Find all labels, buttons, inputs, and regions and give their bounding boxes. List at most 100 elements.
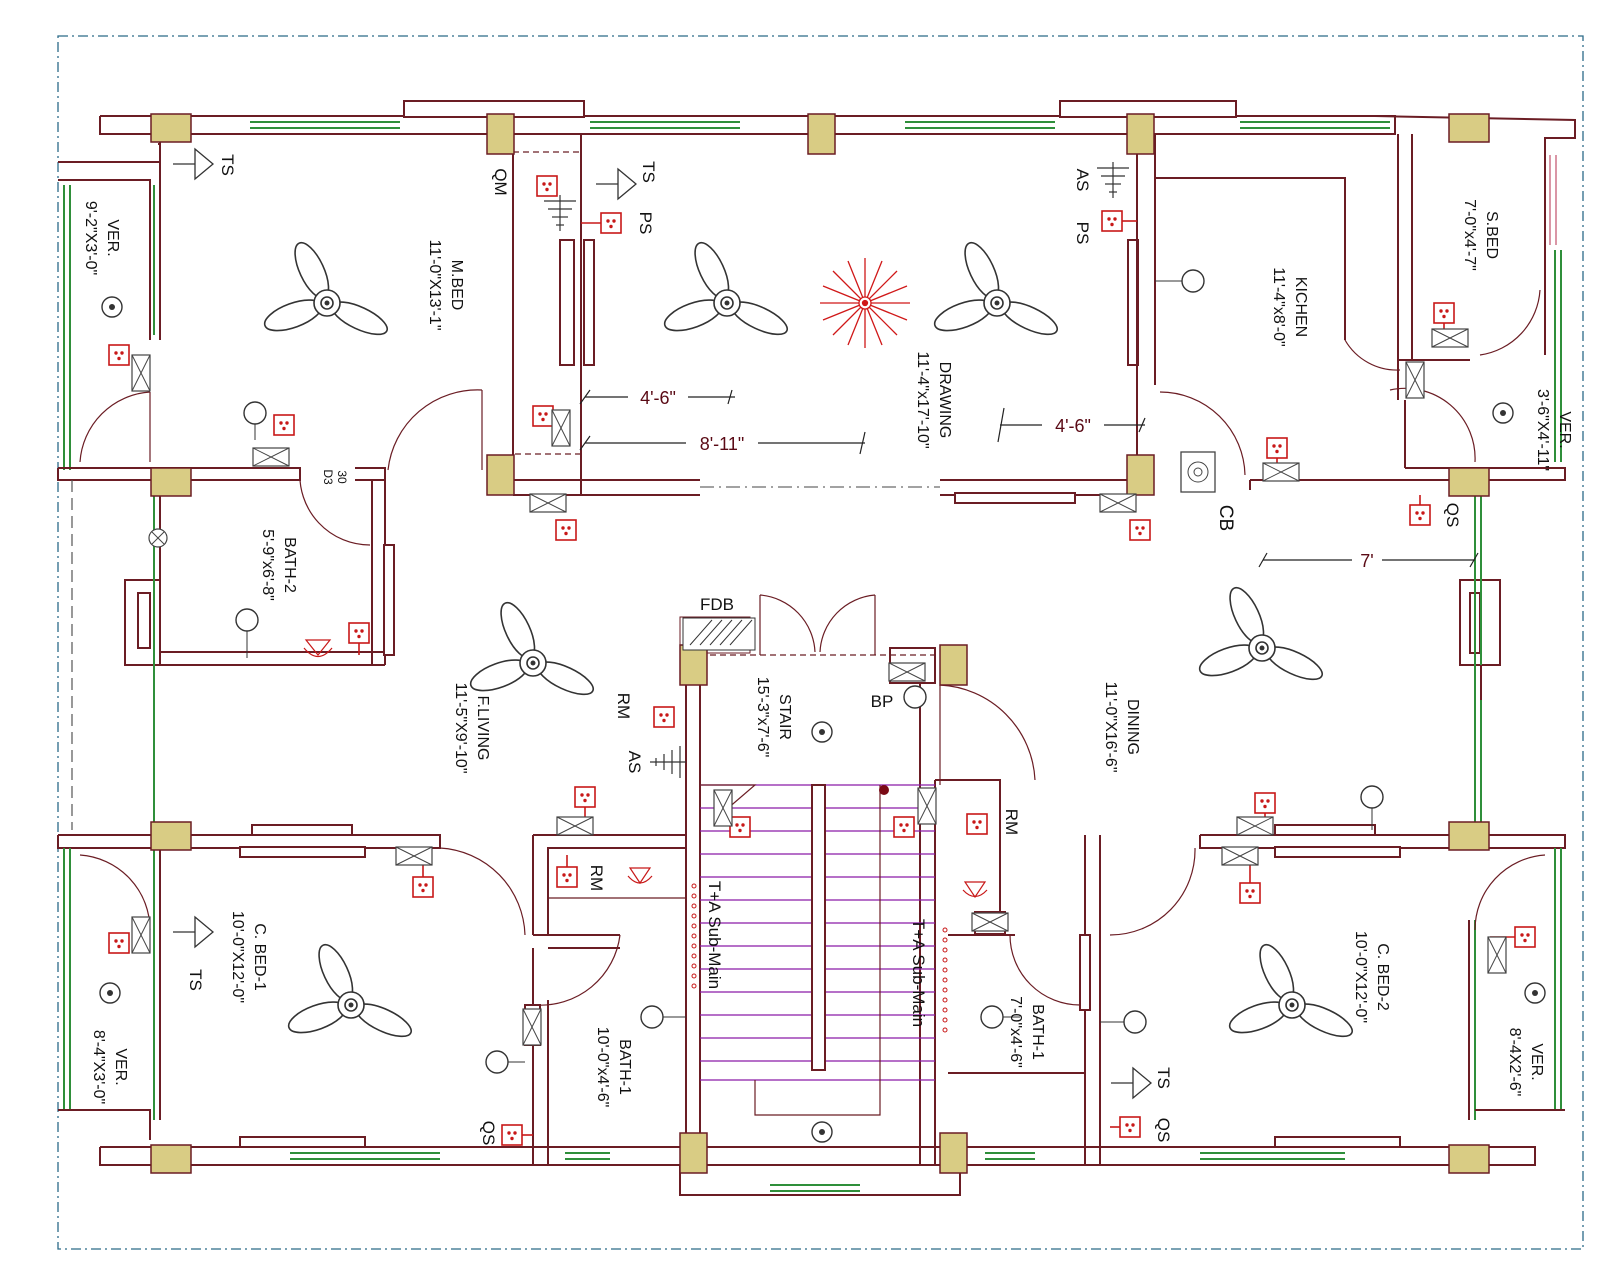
- light-icon: [1181, 269, 1205, 293]
- shower-icons: [303, 639, 988, 899]
- label-qm: QM: [491, 168, 510, 195]
- antenna-icon: [543, 194, 577, 232]
- dim-7: 7': [1360, 551, 1373, 571]
- stair-size: 15'-3"x7'-6": [754, 677, 771, 758]
- plot-boundary: [57, 35, 1584, 1250]
- switch-board-icon: [1129, 519, 1151, 541]
- fan-icon: [1195, 582, 1328, 687]
- bath2-name: BATH-2: [281, 537, 298, 593]
- switch-board-icon: [729, 816, 751, 838]
- cb-box-icon: [1180, 451, 1216, 493]
- bath1-left-name: BATH-1: [616, 1039, 633, 1095]
- bath1-left-size: 10'-0"x4'-6": [594, 1027, 611, 1108]
- light-icon: [1360, 785, 1384, 809]
- label-ts: TS: [218, 154, 237, 176]
- switch-board-icon: [1433, 302, 1455, 324]
- bath1-right-size: 7'-0"x4'-6": [1007, 996, 1024, 1068]
- fdb-panel-icon: [682, 617, 756, 651]
- fan-icon: [1225, 939, 1358, 1044]
- switch-board-icon: [966, 813, 988, 835]
- label-ps: PS: [636, 212, 655, 235]
- antenna-icon: [649, 745, 687, 779]
- switch-board-icon: [501, 1124, 523, 1146]
- label-sub-main-left: T+A Sub-Main: [705, 881, 724, 989]
- label-ts: TS: [186, 969, 205, 991]
- switch-board-icon: [1254, 792, 1276, 814]
- dimension-lines: 4'-6" 8'-11" 4'-6" 7': [579, 385, 1479, 571]
- chandelier-icon: [820, 258, 910, 348]
- switch-board-icon: [600, 212, 622, 234]
- switch-board-icon: [556, 866, 578, 888]
- switch-board-icon: [893, 816, 915, 838]
- switch-board-icon: [108, 344, 130, 366]
- fan-icon: [284, 939, 417, 1044]
- dining-name: DINING: [1124, 699, 1141, 755]
- label-d3: D3: [321, 469, 335, 485]
- switch-board-icon: [412, 876, 434, 898]
- label-qs: QS: [479, 1121, 498, 1146]
- label-sub-main-right: T+A Sub-Main: [909, 919, 928, 1027]
- light-icon: [903, 685, 927, 709]
- switch-board-icon: [536, 175, 558, 197]
- label-cb: CB: [1215, 505, 1236, 531]
- switch-board-icon: [1266, 437, 1288, 459]
- wall-socket-icon: [101, 296, 123, 318]
- label-bp: BP: [871, 692, 894, 711]
- door-swings: [79, 387, 1546, 1006]
- tv-socket-icon: [1110, 1067, 1152, 1099]
- switch-board-icon: [653, 706, 675, 728]
- wall-socket-icon: [811, 721, 833, 743]
- light-icon: [485, 1050, 509, 1074]
- label-qs: QS: [1154, 1118, 1173, 1143]
- label-d3-num: 30: [335, 470, 349, 484]
- switch-board-icon: [273, 414, 295, 436]
- label-qs: QS: [1443, 503, 1462, 528]
- label-rm: RM: [587, 865, 606, 891]
- label-rm: RM: [614, 693, 633, 719]
- kitchen-size: 11'-4"x8'-0": [1270, 267, 1287, 346]
- fan-icon: [930, 237, 1063, 342]
- fan-icon: [466, 597, 599, 702]
- wall-socket-icon: [1492, 402, 1514, 424]
- antenna-icon: [1096, 161, 1130, 199]
- s-bed-name: S.BED: [1483, 211, 1500, 259]
- tv-socket-icon: [595, 168, 637, 200]
- ver-tr-name: VER.: [1556, 411, 1573, 448]
- ver-bl-name: VER.: [112, 1048, 129, 1085]
- label-ts: TS: [639, 161, 658, 183]
- tv-socket-icon: [172, 916, 214, 948]
- c-bed2-size: 10'-0"X12'-0": [1352, 931, 1369, 1023]
- c-bed1-size: 10'-0"X12'-0": [229, 911, 246, 1003]
- switch-board-icon: [555, 519, 577, 541]
- ver-bl-size: 8'-4"X3'-0": [90, 1030, 107, 1104]
- wall-socket-icon: [1524, 982, 1546, 1004]
- ver-br-name: VER.: [1528, 1043, 1545, 1080]
- dim-8-11: 8'-11": [700, 434, 745, 454]
- ver-tl-name: VER.: [104, 219, 121, 256]
- label-ts: TS: [1154, 1067, 1173, 1089]
- bath2-size: 5'-9"x6'-8": [259, 529, 276, 601]
- label-as: AS: [1073, 169, 1092, 192]
- drawing-size: 11'-4"x17'-10": [914, 351, 931, 448]
- ver-tl-size: 9'-2"X3'-0": [82, 201, 99, 275]
- light-points: [99, 269, 1546, 1143]
- switch-board-icon: [108, 932, 130, 954]
- label-fdb: FDB: [700, 595, 734, 614]
- drawing-name: DRAWING: [936, 362, 953, 439]
- switch-board-icon: [532, 405, 554, 427]
- switch-board-icon: [1119, 1116, 1141, 1138]
- switch-board-icon: [574, 786, 596, 808]
- light-icon: [640, 1005, 664, 1029]
- wall-socket-icon: [811, 1121, 833, 1143]
- light-icon: [1123, 1010, 1147, 1034]
- switch-board-icon: [1101, 210, 1123, 232]
- m-bed-name: M.BED: [448, 260, 465, 311]
- kitchen-name: KICHEN: [1292, 277, 1309, 337]
- switch-board-icon: [1514, 926, 1536, 948]
- wall-socket-icon: [99, 982, 121, 1004]
- tv-socket-icon: [172, 148, 214, 180]
- dining-size: 11'-0"X16'-6": [1102, 682, 1119, 773]
- s-bed-size: 7'-0"x4'-7": [1461, 199, 1478, 271]
- switch-board-icon: [1409, 504, 1431, 526]
